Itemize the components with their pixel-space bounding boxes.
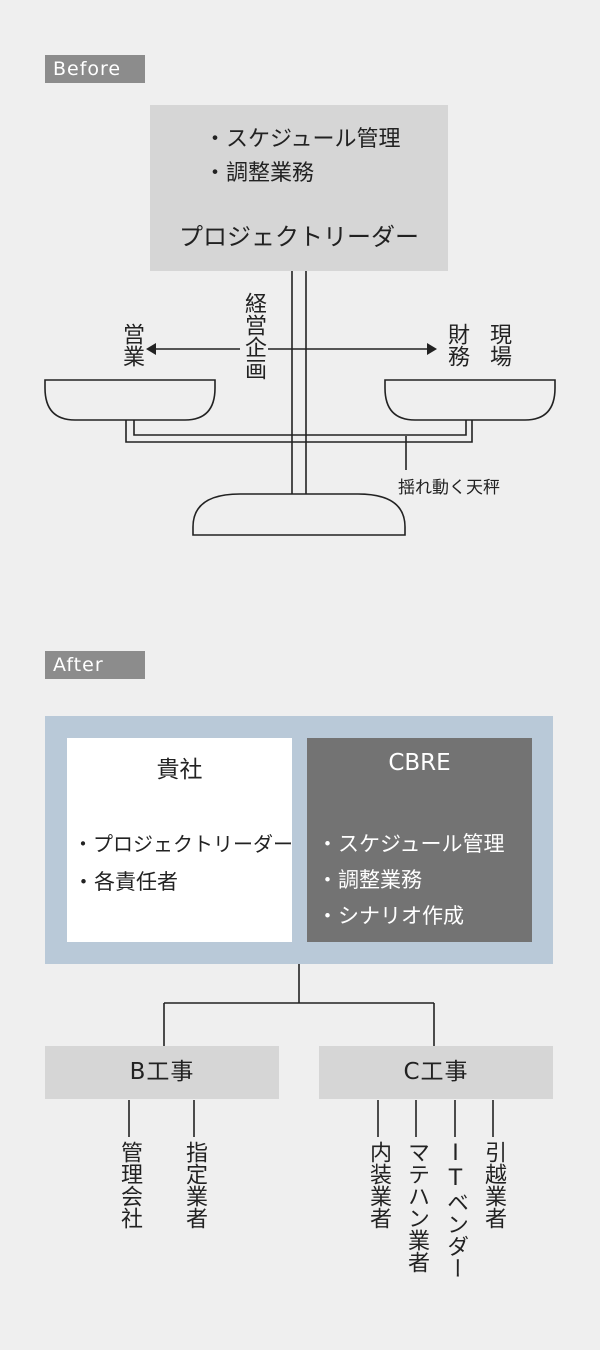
b-work-box: B工事 <box>45 1046 279 1099</box>
scale-note: 揺れ動く天秤 <box>398 478 500 498</box>
c-sub-it-vendor: ITベンダー <box>443 1141 468 1279</box>
client-item-leader: ・プロジェクトリーダー <box>73 832 293 856</box>
before-tag: Before <box>45 55 145 83</box>
scale-base <box>192 493 406 536</box>
right-label-zaimu: 財務 <box>444 323 469 367</box>
cbre-box: CBRE ・スケジュール管理 ・調整業務 ・シナリオ作成 <box>307 738 532 942</box>
c-sub-matehan: マテハン業者 <box>404 1141 429 1273</box>
cbre-item-coordination: ・調整業務 <box>317 868 422 892</box>
left-pan <box>44 379 216 421</box>
c-work-box: C工事 <box>319 1046 553 1099</box>
pm-bullet-coordination: ・調整業務 <box>204 161 315 186</box>
client-item-managers: ・各責任者 <box>73 870 178 894</box>
after-tag: After <box>45 651 145 679</box>
c-sub-naiso: 内装業者 <box>366 1141 391 1229</box>
right-label-genba: 現場 <box>486 323 511 367</box>
beam-inner <box>133 420 467 436</box>
balance-scale-drawing <box>44 271 556 536</box>
b-sub-kanri: 管理会社 <box>117 1141 142 1229</box>
pm-title: プロジェクトリーダー <box>179 223 419 251</box>
b-sub-shitei: 指定業者 <box>182 1141 207 1229</box>
pm-bullet-schedule: ・スケジュール管理 <box>204 127 401 152</box>
arrow-right-head <box>427 343 437 355</box>
left-label-eigyo: 営業 <box>119 323 144 367</box>
cbre-item-schedule: ・スケジュール管理 <box>317 832 505 856</box>
center-label-keiei: 経営企画 <box>241 292 266 380</box>
cbre-title: CBRE <box>388 750 451 776</box>
cbre-item-scenario: ・シナリオ作成 <box>317 904 464 928</box>
client-title: 貴社 <box>156 757 203 783</box>
c-sub-hikkoshi: 引越業者 <box>481 1141 506 1229</box>
arrow-left-head <box>146 343 156 355</box>
beam-outer <box>125 420 473 443</box>
project-leader-box: ・スケジュール管理 ・調整業務 プロジェクトリーダー <box>150 105 448 271</box>
right-pan <box>384 379 556 421</box>
client-box: 貴社 ・プロジェクトリーダー ・各責任者 <box>67 738 293 942</box>
